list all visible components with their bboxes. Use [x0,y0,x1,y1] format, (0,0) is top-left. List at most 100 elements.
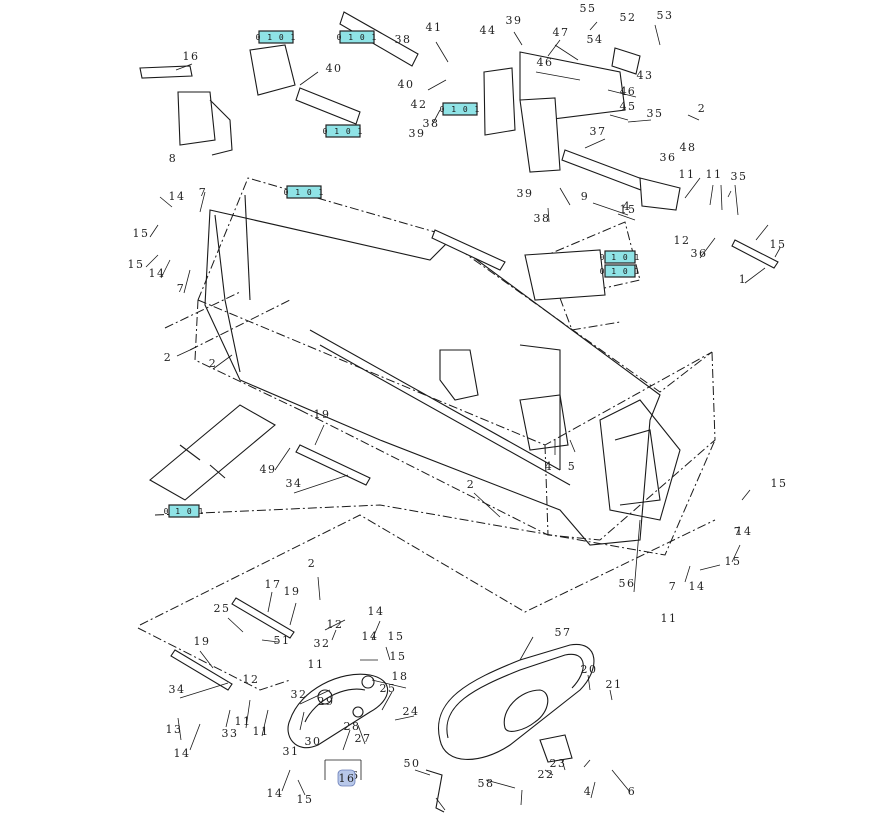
part-callout-29[interactable]: 29 [318,695,335,708]
part-callout-21[interactable]: 21 [606,678,623,691]
part-callout-16[interactable]: 16 [183,50,200,63]
part-callout-7[interactable]: 7 [177,282,186,295]
part-callout-24[interactable]: 24 [403,705,420,718]
part-callout-25[interactable]: 25 [380,682,397,695]
part-callout-11[interactable]: 11 [308,658,325,671]
part-callout-2[interactable]: 2 [308,557,317,570]
part-callout-14[interactable]: 14 [368,605,385,618]
part-callout-19[interactable]: 19 [314,408,331,421]
part-callout-55[interactable]: 55 [580,2,597,15]
part-callout-15[interactable]: 15 [770,238,787,251]
part-callout-35[interactable]: 35 [731,170,748,183]
part-callout-25[interactable]: 25 [214,602,231,615]
part-callout-47[interactable]: 47 [553,26,570,39]
part-callout-51[interactable]: 51 [274,634,291,647]
part-callout-57[interactable]: 57 [555,626,572,639]
part-callout-15[interactable]: 15 [297,793,314,806]
part-callout-4[interactable]: 4 [584,785,593,798]
part-callout-11[interactable]: 11 [661,612,678,625]
part-callout-49[interactable]: 49 [260,463,277,476]
part-callout-39[interactable]: 39 [409,127,426,140]
part-callout-1[interactable]: 1 [739,273,748,286]
part-callout-37[interactable]: 37 [590,125,607,138]
part-callout-12[interactable]: 12 [674,234,691,247]
part-callout-7[interactable]: 7 [734,525,743,538]
part-callout-4[interactable]: 4 [623,200,632,213]
part-callout-46[interactable]: 46 [537,56,554,69]
part-callout-11[interactable]: 11 [679,168,696,181]
part-callout-14[interactable]: 14 [736,525,753,538]
part-highlight-box[interactable]: 0 1 0 1 [337,30,378,44]
part-callout-6[interactable]: 6 [628,85,637,98]
part-callout-38[interactable]: 38 [423,117,440,130]
part-callout-14[interactable]: 14 [689,580,706,593]
part-callout-14[interactable]: 14 [362,630,379,643]
part-callout-14[interactable]: 14 [149,267,166,280]
part-highlight-box[interactable]: 0 1 0 1 [600,264,641,278]
part-callout-52[interactable]: 52 [620,11,637,24]
part-callout-22[interactable]: 22 [538,768,555,781]
part-callout-2[interactable]: 2 [209,357,218,370]
part-callout-2[interactable]: 2 [698,102,707,115]
part-callout-33[interactable]: 33 [222,727,239,740]
part-callout-14[interactable]: 14 [174,747,191,760]
part-callout-36[interactable]: 36 [691,247,708,260]
part-callout-14[interactable]: 14 [169,190,186,203]
part-callout-15[interactable]: 15 [771,477,788,490]
part-highlight-box[interactable]: 0 1 0 1 [256,30,297,44]
part-callout-34[interactable]: 34 [286,477,303,490]
part-highlight-box[interactable]: 0 1 0 1 [284,185,325,199]
part-callout-15[interactable]: 15 [725,555,742,568]
part-callout-32[interactable]: 32 [314,637,331,650]
part-callout-19[interactable]: 19 [284,585,301,598]
part-callout-15[interactable]: 15 [133,227,150,240]
part-callout-56[interactable]: 56 [619,577,636,590]
part-callout-8[interactable]: 8 [169,152,178,165]
part-callout-40[interactable]: 40 [326,62,343,75]
part-callout-54[interactable]: 54 [587,33,604,46]
part-callout-20[interactable]: 20 [581,663,598,676]
part-callout-15[interactable]: 15 [390,650,407,663]
part-callout-7[interactable]: 7 [669,580,678,593]
part-callout-11[interactable]: 11 [235,715,252,728]
part-callout-15[interactable]: 15 [620,203,637,216]
selected-callout[interactable]: 16 [337,769,356,787]
part-callout-11[interactable]: 11 [253,725,270,738]
part-callout-45[interactable]: 45 [620,100,637,113]
part-callout-17[interactable]: 17 [265,578,282,591]
part-callout-44[interactable]: 44 [480,24,497,37]
part-callout-41[interactable]: 41 [426,21,443,34]
part-highlight-box[interactable]: 0 1 0 1 [440,102,481,116]
part-highlight-box[interactable]: 0 1 0 1 [600,250,641,264]
part-callout-30[interactable]: 30 [305,735,322,748]
part-callout-19[interactable]: 19 [194,635,211,648]
part-callout-11[interactable]: 11 [706,168,723,181]
part-callout-58[interactable]: 58 [478,777,495,790]
part-callout-4[interactable]: 4 [545,460,554,473]
part-callout-12[interactable]: 12 [327,618,344,631]
part-callout-35[interactable]: 35 [647,107,664,120]
part-callout-27[interactable]: 27 [355,732,372,745]
part-callout-43[interactable]: 43 [637,69,654,82]
part-callout-31[interactable]: 31 [283,745,300,758]
part-highlight-box[interactable]: 0 1 0 1 [164,504,205,518]
part-callout-2[interactable]: 2 [164,351,173,364]
part-callout-12[interactable]: 12 [243,673,260,686]
part-callout-53[interactable]: 53 [657,9,674,22]
part-callout-39[interactable]: 39 [506,14,523,27]
part-highlight-box[interactable]: 0 1 0 1 [323,124,364,138]
part-callout-48[interactable]: 48 [680,141,697,154]
part-callout-50[interactable]: 50 [404,757,421,770]
part-callout-13[interactable]: 13 [166,723,183,736]
part-callout-4[interactable]: 4 [620,85,629,98]
part-callout-36[interactable]: 36 [660,151,677,164]
part-callout-9[interactable]: 9 [581,190,590,203]
part-callout-5[interactable]: 5 [568,460,577,473]
part-callout-40[interactable]: 40 [398,78,415,91]
part-callout-7[interactable]: 7 [199,186,208,199]
part-callout-39[interactable]: 39 [517,187,534,200]
part-callout-38[interactable]: 38 [534,212,551,225]
part-callout-42[interactable]: 42 [411,98,428,111]
part-callout-6[interactable]: 6 [628,785,637,798]
part-callout-15[interactable]: 15 [388,630,405,643]
